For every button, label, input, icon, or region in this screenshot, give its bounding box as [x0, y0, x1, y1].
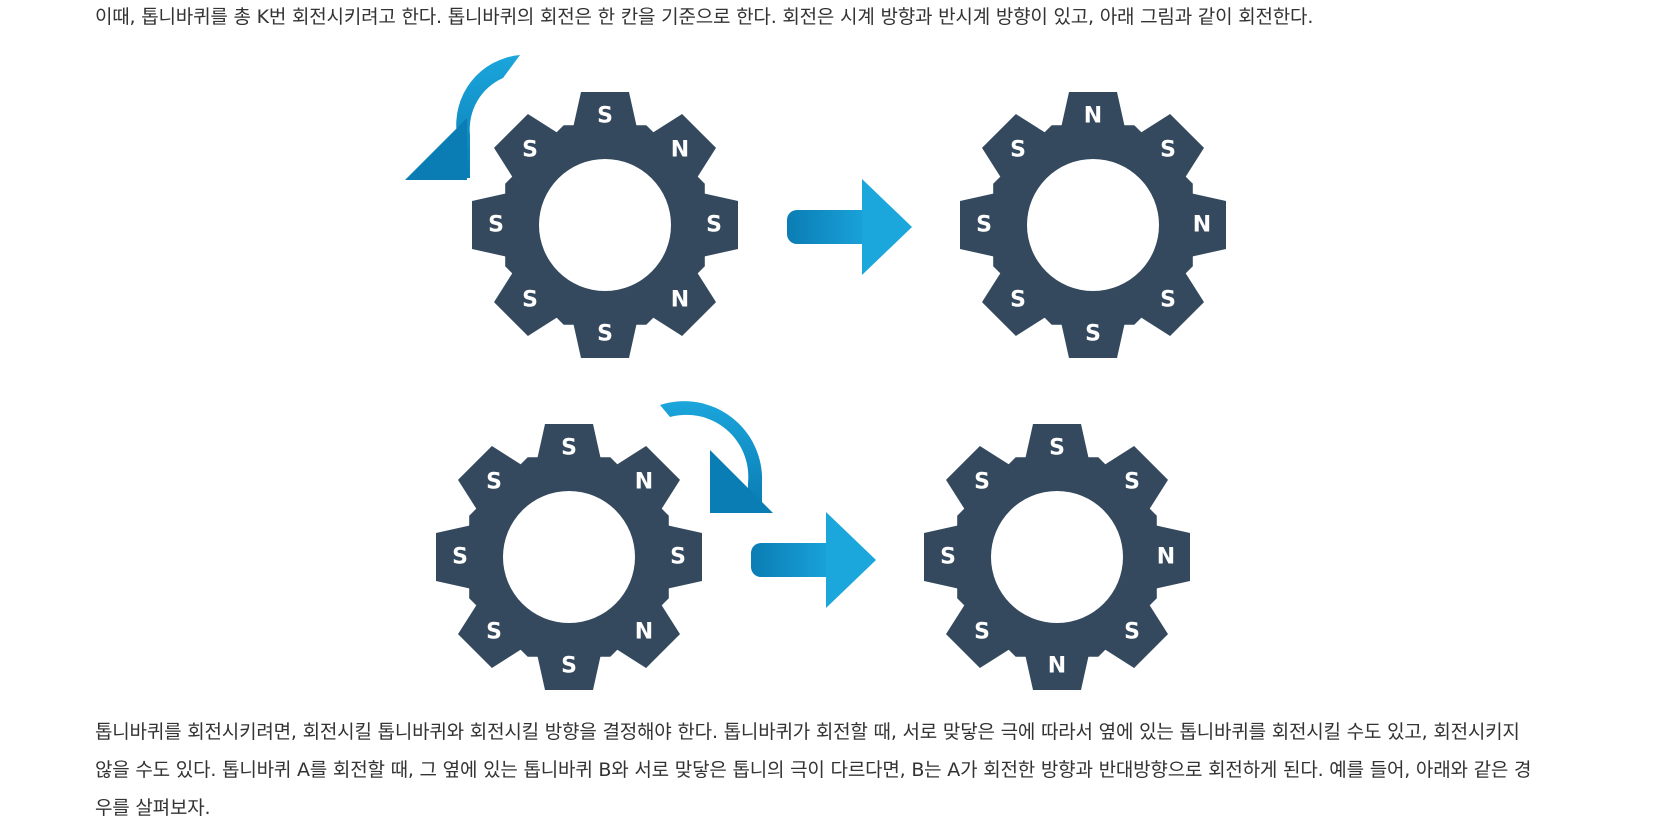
right-arrow-icon — [787, 179, 912, 275]
gear-pole-label: N — [1193, 213, 1211, 238]
gear-tooth — [960, 191, 1005, 259]
gear-pole-label: S — [1010, 288, 1026, 313]
gear-tooth — [1095, 595, 1168, 668]
gear-tooth — [1023, 645, 1091, 690]
body-paragraph: 톱니바퀴를 회전시키려면, 회전시킬 톱니바퀴와 회전시킬 방향을 결정해야 한… — [95, 721, 1532, 819]
gear-pole-label: S — [488, 213, 504, 238]
gear-pole-label: S — [486, 470, 502, 495]
right-arrow-icon — [751, 512, 876, 608]
gear-tooth — [535, 424, 603, 469]
gear-tooth — [1131, 114, 1204, 187]
gear-tooth — [946, 595, 1019, 668]
gear-pole-label: S — [974, 470, 990, 495]
gear-pole-label: N — [635, 620, 653, 645]
intro-paragraph: 이때, 톱니바퀴를 총 K번 회전시키려고 한다. 톱니바퀴의 회전은 한 칸을… — [95, 6, 1314, 28]
gear-pole-label: S — [1049, 436, 1065, 461]
gear-tooth — [946, 446, 1019, 519]
gear-tooth — [458, 595, 531, 668]
gear-tooth — [436, 523, 481, 591]
gear-tooth — [472, 191, 517, 259]
gear-pole-label: S — [522, 288, 538, 313]
gear-pole-label: S — [597, 104, 613, 129]
gear-tooth — [571, 92, 639, 137]
gear-pole-label: S — [1160, 288, 1176, 313]
gear-tooth — [643, 114, 716, 187]
gear-pole-label: S — [561, 436, 577, 461]
gear-pole-label: S — [1124, 470, 1140, 495]
gear-tooth — [1059, 92, 1127, 137]
gear-tooth — [535, 645, 603, 690]
gear-pole-label: S — [597, 322, 613, 347]
gear-tooth — [693, 191, 738, 259]
gear-tooth — [1131, 263, 1204, 336]
gear-pole-label: S — [452, 545, 468, 570]
gear-pole-label: S — [706, 213, 722, 238]
gear-tooth — [1059, 313, 1127, 358]
gear-after-row1: N S N S S S S S — [960, 92, 1226, 358]
gear-pole-label: N — [671, 138, 689, 163]
gear-before-row1: S N S N S S S S — [472, 92, 738, 358]
gear-tooth — [982, 263, 1055, 336]
gear-pole-label: S — [1124, 620, 1140, 645]
gear-pole-label: S — [522, 138, 538, 163]
gear-pole-label: S — [561, 654, 577, 679]
gear-tooth — [607, 446, 680, 519]
gear-hole — [539, 159, 671, 291]
gear-tooth — [494, 263, 567, 336]
gear-tooth — [1023, 424, 1091, 469]
gear-tooth — [494, 114, 567, 187]
gear-pole-label: N — [1157, 545, 1175, 570]
gear-tooth — [458, 446, 531, 519]
gear-tooth — [571, 313, 639, 358]
gear-pole-label: S — [974, 620, 990, 645]
gear-pole-label: S — [976, 213, 992, 238]
clockwise-arrow-icon — [660, 401, 773, 513]
gear-pole-label: S — [940, 545, 956, 570]
counterclockwise-arrow-icon — [405, 55, 520, 180]
gear-tooth — [643, 263, 716, 336]
gear-tooth — [1181, 191, 1226, 259]
gear-pole-label: S — [1085, 322, 1101, 347]
gear-pole-label: N — [671, 288, 689, 313]
gear-before-row2: S N S N S S S S — [436, 424, 702, 690]
gear-tooth — [1095, 446, 1168, 519]
gear-tooth — [924, 523, 969, 591]
gear-tooth — [982, 114, 1055, 187]
gear-hole — [503, 491, 635, 623]
gear-after-row2: S S N S N S S S — [924, 424, 1190, 690]
gear-pole-label: N — [635, 470, 653, 495]
gear-tooth — [657, 523, 702, 591]
gear-pole-label: S — [670, 545, 686, 570]
gear-hole — [1027, 159, 1159, 291]
gear-hole — [991, 491, 1123, 623]
gear-tooth — [1145, 523, 1190, 591]
gear-pole-label: N — [1084, 104, 1102, 129]
gear-pole-label: N — [1048, 654, 1066, 679]
gear-tooth — [607, 595, 680, 668]
gear-pole-label: S — [486, 620, 502, 645]
gear-pole-label: S — [1010, 138, 1026, 163]
gear-pole-label: S — [1160, 138, 1176, 163]
